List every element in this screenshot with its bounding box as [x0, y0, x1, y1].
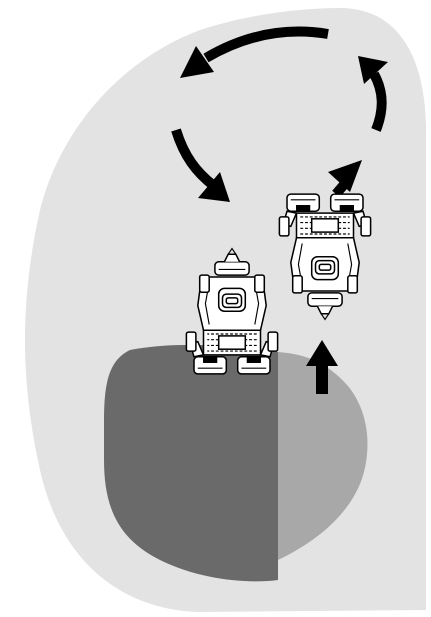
turn-arrow-right: [369, 71, 387, 132]
arrow-head-right: [358, 56, 388, 84]
arrow-head-left: [198, 172, 230, 202]
turn-arrow-left: [171, 128, 218, 190]
arrow-head-top: [180, 46, 214, 78]
mowed-area: [104, 344, 278, 582]
arrow-head-entry: [306, 340, 338, 366]
current-mowing-strip: [278, 352, 368, 560]
turn-arrows: [171, 26, 388, 394]
turn-arrow-top: [203, 26, 329, 63]
arrow-head-exit: [328, 160, 362, 192]
